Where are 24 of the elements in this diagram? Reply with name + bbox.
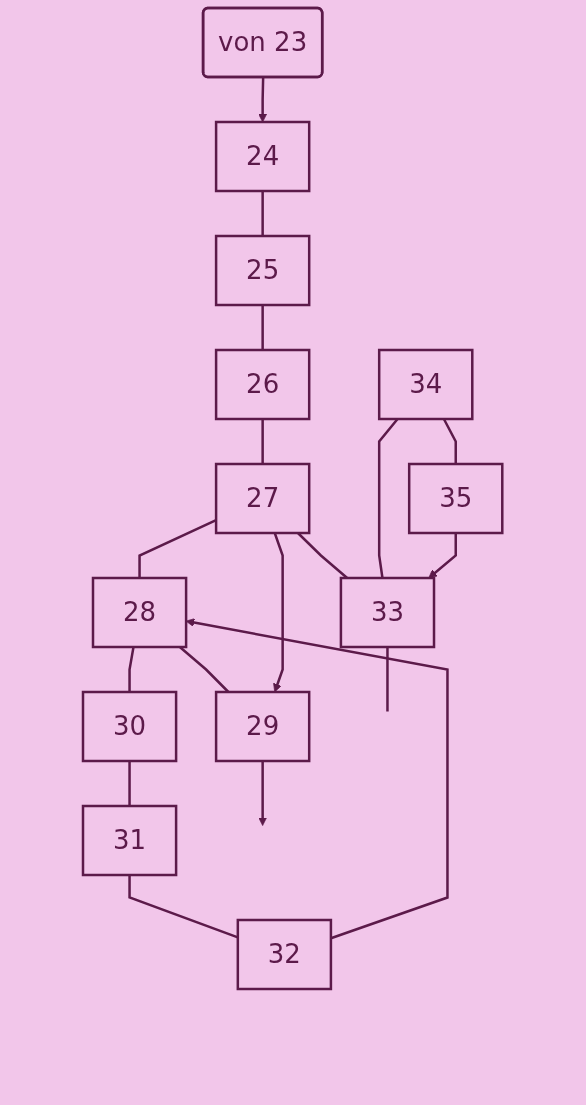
node-box: 26 [215, 348, 311, 421]
connector [261, 305, 265, 350]
node-box: 27 [215, 462, 311, 535]
connector [138, 518, 217, 578]
connector [128, 761, 132, 806]
arrow [186, 618, 450, 940]
connector [386, 647, 390, 712]
node-box: 34 [378, 348, 474, 421]
node-box: 32 [236, 918, 333, 991]
connector [128, 875, 239, 939]
node-box: 28 [92, 576, 188, 649]
arrow [258, 761, 268, 826]
connector [261, 419, 265, 464]
connector [179, 646, 230, 693]
node-box: 25 [215, 234, 311, 307]
node-box: 24 [215, 120, 311, 193]
arrow [258, 77, 268, 123]
node-box: 29 [215, 690, 311, 763]
node-box: 31 [82, 804, 178, 877]
node-box: 33 [340, 576, 436, 649]
node-box: 35 [408, 462, 504, 535]
connector [261, 191, 265, 236]
node-box: 30 [82, 690, 178, 763]
arrow [428, 533, 458, 579]
